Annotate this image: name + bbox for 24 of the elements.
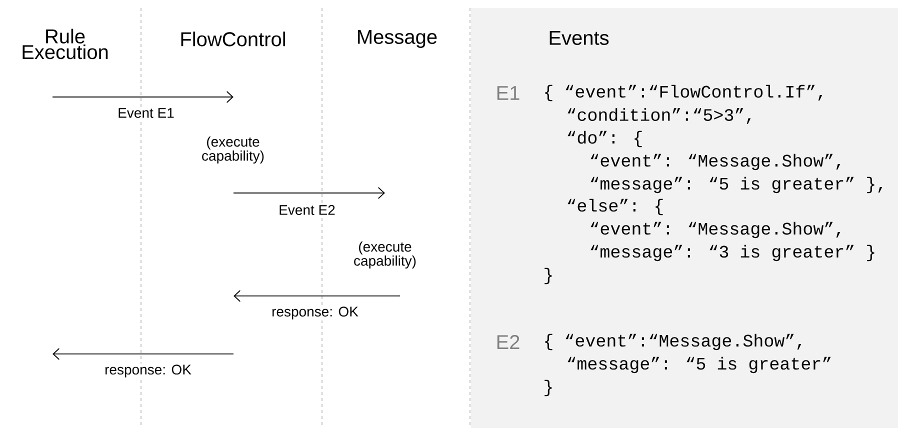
code-line: “message”: “3 is greater” }: [590, 244, 874, 262]
code-line: { “event”:“FlowControl.If”,: [545, 84, 822, 102]
note: (execute capability): [354, 241, 416, 269]
code-line: “condition”:“5>3”,: [568, 108, 751, 124]
event-tag: E1: [497, 86, 520, 100]
code-line: “else”: {: [568, 198, 663, 216]
code-line: }: [544, 268, 552, 284]
arrow: [234, 290, 400, 302]
code-line: “do”: {: [568, 130, 642, 148]
edge-label: response: OK: [104, 364, 192, 378]
code-line: “message”: “5 is greater”: [568, 356, 831, 374]
note: (execute capability): [202, 136, 264, 164]
code-line: }: [544, 380, 552, 396]
code-line: “event”: “Message.Show”,: [590, 154, 840, 170]
arrow: [52, 91, 234, 103]
code-line: “event”: “Message.Show”,: [590, 222, 840, 238]
arrow: [233, 187, 385, 199]
event-tag: E2: [497, 335, 520, 349]
edge-label: response: OK: [270, 306, 360, 320]
edge-label: Event E1: [116, 107, 176, 119]
arrow: [52, 348, 234, 360]
code-line: “message”: “5 is greater” },: [590, 176, 882, 194]
code-line: { “event”:“Message.Show”,: [545, 334, 802, 350]
edge-label: Event E2: [278, 204, 336, 216]
